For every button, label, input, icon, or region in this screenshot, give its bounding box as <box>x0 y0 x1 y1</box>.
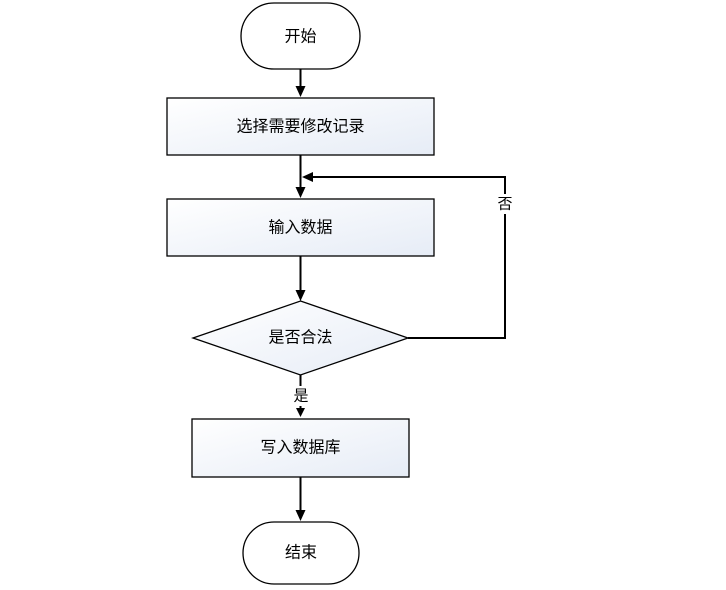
start-node: 开始 <box>240 2 361 70</box>
start-label: 开始 <box>284 27 316 46</box>
is-valid-decision: 是否合法 <box>191 300 410 376</box>
arrow-write-to-end <box>295 477 306 521</box>
arrow-input-to-decision <box>295 256 306 301</box>
arrow-start-to-select <box>295 69 306 97</box>
write-db-label: 写入数据库 <box>260 438 340 457</box>
input-data-label: 输入数据 <box>268 218 332 237</box>
end-label: 结束 <box>285 543 317 562</box>
arrow-no-loop <box>302 172 506 339</box>
arrow-select-to-input <box>295 155 306 198</box>
select-record-node: 选择需要修改记录 <box>166 97 435 156</box>
yes-label-bg <box>291 386 311 406</box>
yes-edge-label: 是 <box>293 387 308 405</box>
select-record-label: 选择需要修改记录 <box>236 117 364 136</box>
input-data-node: 输入数据 <box>166 198 435 257</box>
write-db-node: 写入数据库 <box>191 418 410 478</box>
no-label-bg <box>495 194 515 214</box>
end-node: 结束 <box>242 521 360 585</box>
no-edge-label: 否 <box>497 195 512 213</box>
is-valid-label: 是否合法 <box>268 328 332 347</box>
